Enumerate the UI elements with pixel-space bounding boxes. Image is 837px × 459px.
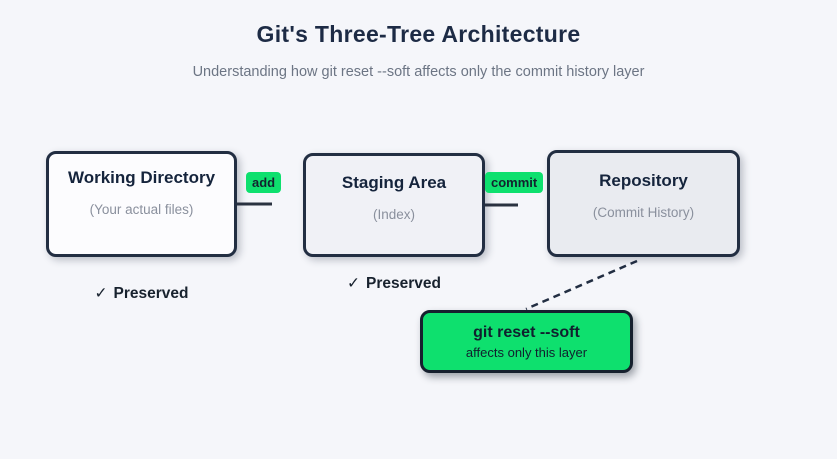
preserved-label-staging-area: ✓ Preserved: [303, 274, 485, 293]
page-title: Git's Three-Tree Architecture: [256, 21, 581, 47]
node-subtitle: (Commit History): [592, 205, 695, 220]
dashed-callout-connector: [525, 259, 638, 311]
preserved-label-working-directory: ✓ Preserved: [46, 284, 237, 303]
node-title: Repository: [599, 171, 688, 190]
check-icon: ✓: [94, 285, 108, 302]
callout-subtitle: affects only this layer: [465, 344, 588, 360]
preserved-text: Preserved: [366, 275, 441, 292]
edge-label-add: add: [246, 172, 282, 193]
node-working-directory: Working Directory (Your actual files): [46, 151, 237, 257]
callout-git-reset-soft: git reset --soft affects only this layer: [420, 310, 633, 373]
node-title: Staging Area: [341, 172, 447, 192]
node-subtitle: (Your actual files): [89, 201, 194, 217]
node-staging-area: Staging Area (Index): [303, 153, 485, 257]
check-icon: ✓: [347, 275, 360, 292]
page-subtitle: Understanding how git reset --soft affec…: [192, 64, 645, 80]
preserved-text: Preserved: [113, 285, 189, 302]
node-title: Working Directory: [67, 167, 216, 187]
edge-label-commit: commit: [485, 172, 544, 193]
node-repository: Repository (Commit History): [547, 150, 740, 257]
node-subtitle: (Index): [372, 206, 416, 222]
callout-title: git reset --soft: [473, 323, 580, 341]
